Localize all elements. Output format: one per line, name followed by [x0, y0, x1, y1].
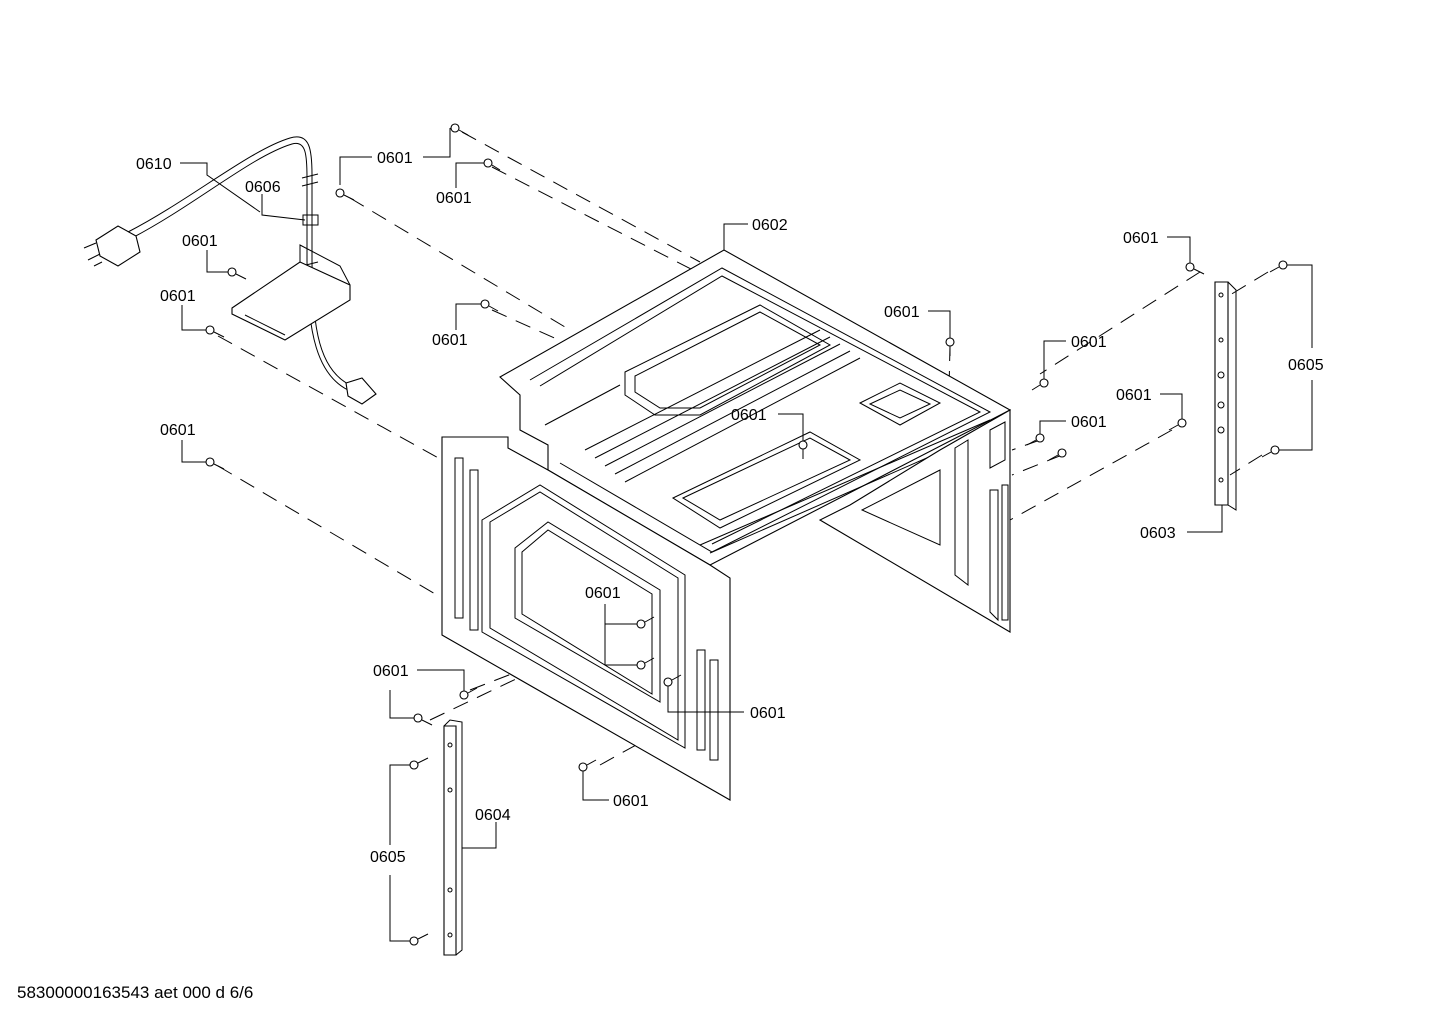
- screw-icon: [1168, 418, 1187, 431]
- label-0603: 0603: [1140, 525, 1176, 542]
- part-labels: 0610 0606 0601 0601 0601 0601 0601 0601 …: [136, 150, 1324, 866]
- label-0601: 0601: [373, 663, 409, 680]
- screw-icon: [1261, 445, 1280, 458]
- label-0601: 0601: [436, 190, 472, 207]
- screw-icon: [205, 325, 225, 338]
- label-0601: 0601: [377, 150, 413, 167]
- label-0601: 0601: [731, 407, 767, 424]
- screw-icon: [335, 188, 355, 201]
- screw-icon: [483, 158, 501, 171]
- screw-icon: [1269, 260, 1288, 273]
- label-0610: 0610: [136, 156, 172, 173]
- label-0605: 0605: [370, 849, 406, 866]
- screw-icon: [459, 687, 478, 700]
- screw-icon: [409, 933, 429, 946]
- label-0601: 0601: [432, 332, 468, 349]
- label-0606: 0606: [245, 179, 281, 196]
- label-0601: 0601: [613, 793, 649, 810]
- label-0601: 0601: [160, 288, 196, 305]
- screw-icon: [205, 457, 225, 470]
- housing-left-panel: [441, 436, 731, 801]
- drawing-number: 58300000163543 aet 000 d 6/6: [17, 983, 253, 1002]
- screw-icon: [480, 299, 499, 312]
- screw-icon: [1048, 448, 1067, 461]
- screw-icon: [409, 757, 429, 770]
- screws: [205, 123, 1288, 946]
- screw-icon: [1185, 262, 1205, 275]
- screw-icon: [945, 337, 955, 356]
- power-cord: [83, 136, 377, 405]
- housing-right-panel: [818, 409, 1011, 633]
- screw-icon: [1031, 378, 1049, 391]
- label-0601: 0601: [884, 304, 920, 321]
- label-0601: 0601: [1116, 387, 1152, 404]
- label-0601: 0601: [750, 705, 786, 722]
- screw-icon: [227, 267, 247, 280]
- label-0605: 0605: [1288, 357, 1324, 374]
- label-0601: 0601: [182, 233, 218, 250]
- cord-bracket: [231, 244, 351, 341]
- screw-icon: [1026, 433, 1045, 446]
- label-0601: 0601: [1071, 334, 1107, 351]
- label-0604: 0604: [475, 807, 511, 824]
- label-0601: 0601: [160, 422, 196, 439]
- screw-icon: [578, 759, 597, 772]
- rail-right: [1214, 281, 1237, 511]
- screw-icon: [413, 713, 433, 726]
- leader-lines: [180, 128, 1313, 942]
- housing-top-plate: [499, 249, 1012, 566]
- rail-left: [443, 719, 463, 956]
- label-0601: 0601: [1123, 230, 1159, 247]
- screw-icon: [450, 123, 469, 136]
- label-0602: 0602: [752, 217, 788, 234]
- label-0601: 0601: [585, 585, 621, 602]
- label-0601: 0601: [1071, 414, 1107, 431]
